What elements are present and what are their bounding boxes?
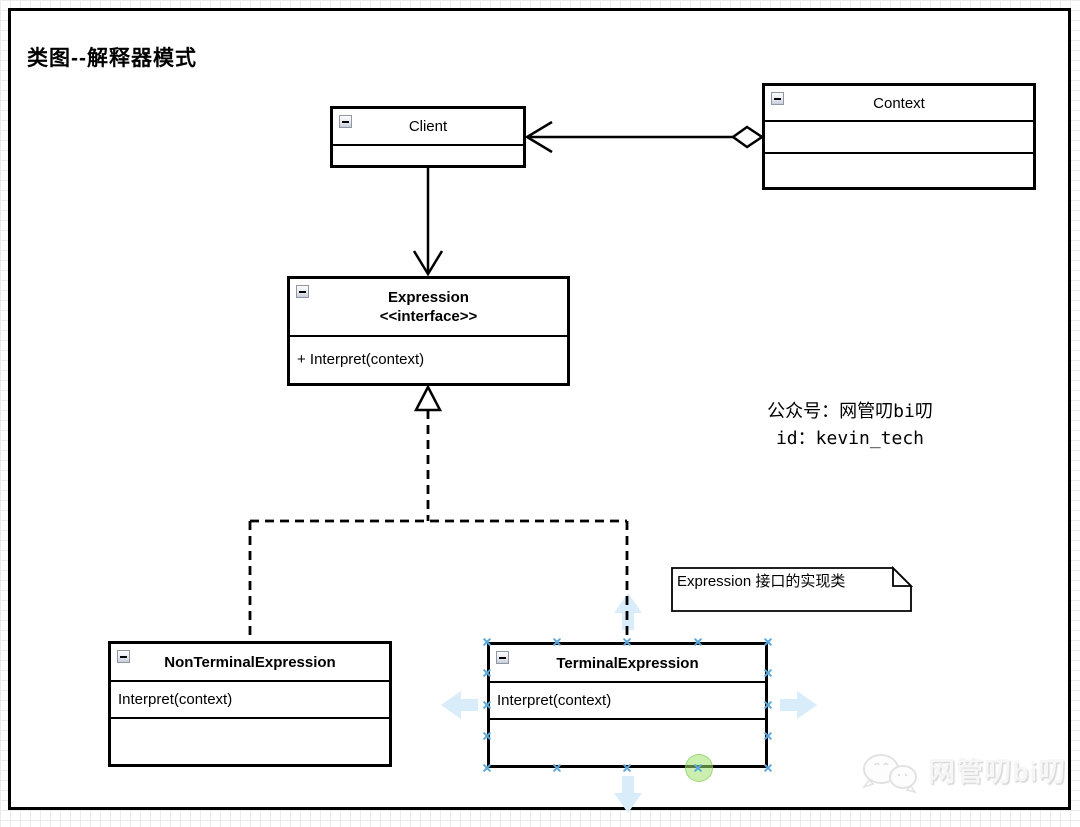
minus-collapse-icon[interactable]	[771, 92, 784, 105]
client-expression-connector[interactable]	[412, 168, 444, 277]
connection-point[interactable]	[482, 668, 491, 677]
connection-point[interactable]	[482, 700, 491, 709]
connection-point[interactable]	[552, 763, 561, 772]
note-shape[interactable]	[671, 565, 914, 612]
wechat-watermark-line1: 公众号：网管叨bi叨	[767, 401, 933, 422]
class-context-name: Context	[873, 94, 925, 112]
connection-point[interactable]	[622, 763, 631, 772]
class-terminal-empty-compartment	[490, 718, 765, 763]
class-nonterminalexpression[interactable]: NonTerminalExpression Interpret(context)	[108, 641, 392, 767]
connection-point[interactable]	[693, 637, 702, 646]
wechat-bubbles-icon	[862, 754, 917, 794]
logo-watermark: 网管叨bi叨	[856, 750, 1066, 789]
wechat-watermark-line2: id：kevin_tech	[775, 428, 925, 449]
connection-point[interactable]	[482, 763, 491, 772]
class-nonterminal-name: NonTerminalExpression	[164, 653, 336, 671]
class-terminal-method: Interpret(context)	[497, 692, 612, 709]
class-expression-name: Expression	[388, 289, 469, 306]
class-client[interactable]: Client	[330, 106, 526, 168]
direction-arrow-right-icon[interactable]	[780, 691, 817, 719]
class-terminalexpression[interactable]: TerminalExpression Interpret(context)	[487, 642, 768, 768]
class-context-methods-compartment	[765, 152, 1033, 185]
wechat-watermark: 公众号：网管叨bi叨 id：kevin_tech	[740, 398, 960, 452]
page-title: 类图--解释器模式	[27, 47, 197, 70]
class-context-attrs-compartment	[765, 120, 1033, 152]
connection-point[interactable]	[482, 637, 491, 646]
connection-point[interactable]	[763, 731, 772, 740]
class-terminal-name: TerminalExpression	[556, 654, 699, 672]
class-context[interactable]: Context	[762, 83, 1036, 190]
connection-point[interactable]	[693, 763, 702, 772]
class-nonterminal-empty-compartment	[111, 717, 389, 762]
minus-collapse-icon[interactable]	[296, 285, 309, 298]
minus-collapse-icon[interactable]	[496, 651, 509, 664]
direction-arrow-left-icon[interactable]	[441, 691, 478, 719]
class-expression[interactable]: Expression <<interface>> + Interpret(con…	[287, 276, 570, 386]
connection-point[interactable]	[622, 637, 631, 646]
aggregation-connector[interactable]	[524, 120, 765, 154]
logo-text: 网管叨bi叨	[928, 757, 1066, 787]
note-label: Expression 接口的实现类	[677, 573, 846, 590]
connection-point[interactable]	[763, 637, 772, 646]
connection-point[interactable]	[763, 668, 772, 677]
realization-connector[interactable]	[248, 384, 629, 640]
connection-point[interactable]	[763, 700, 772, 709]
minus-collapse-icon[interactable]	[117, 650, 130, 663]
class-client-name: Client	[408, 118, 448, 135]
class-nonterminal-method: Interpret(context)	[118, 691, 233, 708]
class-expression-method: + Interpret(context)	[297, 350, 425, 368]
class-client-empty-compartment	[333, 144, 523, 165]
connection-point[interactable]	[552, 637, 561, 646]
connection-point[interactable]	[482, 731, 491, 740]
minus-collapse-icon[interactable]	[339, 115, 352, 128]
class-expression-stereotype: <<interface>>	[379, 308, 478, 325]
direction-arrow-down-icon[interactable]	[614, 776, 642, 813]
connection-point[interactable]	[763, 763, 772, 772]
